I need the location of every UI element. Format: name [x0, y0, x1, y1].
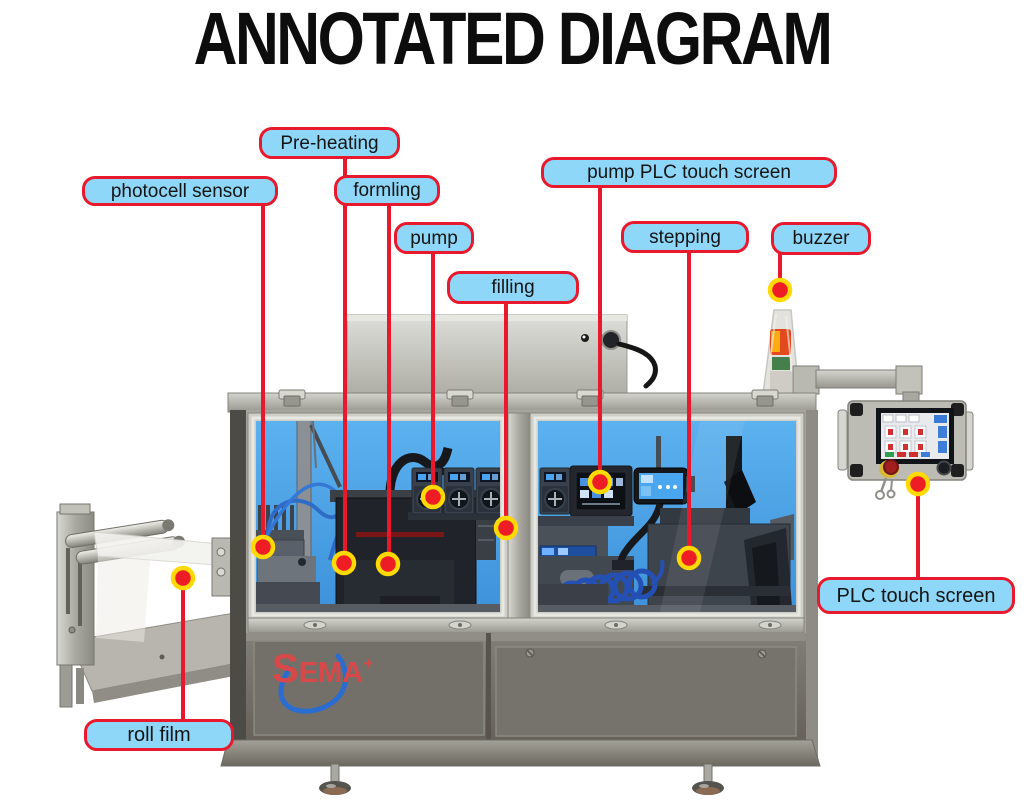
label-stepping: stepping	[621, 221, 749, 253]
touch-screen	[881, 413, 949, 459]
label-buzzer: buzzer	[771, 222, 871, 255]
label-formling: formling	[334, 175, 440, 206]
label-pump: pump	[394, 222, 474, 254]
peristaltic-pump	[443, 467, 475, 515]
panel-keys	[875, 477, 896, 500]
callout-dot-filling	[493, 515, 519, 541]
logo-text: SEMA+	[272, 647, 373, 691]
callout-dot-plc-touch-screen	[905, 471, 931, 497]
window-latch	[448, 620, 472, 630]
left-door	[253, 640, 485, 736]
sema-logo: SEMA+	[272, 647, 373, 714]
center-mullion	[507, 412, 531, 621]
logo-swoosh	[278, 653, 349, 714]
leveling-foot	[691, 763, 725, 796]
callout-dot-pre-heating	[331, 550, 357, 576]
page-title: ANNOTATED DIAGRAM	[193, 0, 833, 80]
label-filling: filling	[447, 271, 579, 304]
lower-cabinet: SEMA+	[246, 633, 806, 740]
callout-dot-formling	[375, 551, 401, 577]
selector-knob	[936, 460, 952, 476]
callout-dot-stepping	[676, 545, 702, 571]
cabinet-left-side	[230, 410, 246, 762]
black-tube	[385, 446, 453, 501]
peristaltic-pump	[539, 467, 571, 515]
hmi-arm	[792, 365, 923, 405]
panel-rail-left	[837, 409, 848, 471]
hmi-panel	[837, 400, 974, 500]
emergency-stop-button	[879, 459, 899, 478]
cabinet-top-frame	[227, 389, 817, 413]
leveling-foot	[318, 763, 352, 796]
callout-dot-pump-plc	[587, 469, 613, 495]
right-window-equipment	[538, 421, 796, 612]
callout-lines	[181, 152, 920, 725]
power-cable	[616, 341, 658, 389]
label-photocell-sensor: photocell sensor	[82, 176, 278, 206]
cabinet-right-side	[806, 410, 818, 760]
callout-dot-buzzer	[767, 277, 793, 303]
callout-dot-photocell-sensor	[250, 534, 276, 560]
window-latch	[758, 620, 782, 630]
callout-dot-roll-film	[170, 565, 196, 591]
machine-illustration: SEMA+	[56, 309, 974, 796]
label-pump-plc-touch-screen: pump PLC touch screen	[541, 157, 837, 188]
label-plc-touch-screen: PLC touch screen	[817, 577, 1015, 614]
door-screw	[757, 649, 767, 659]
top-electrical-enclosure	[346, 314, 658, 395]
right-door	[495, 646, 797, 737]
label-roll-film: roll film	[84, 719, 234, 751]
roll-film-assembly	[56, 503, 260, 708]
label-pre-heating: Pre-heating	[259, 127, 400, 159]
callout-dot-pump	[420, 484, 446, 510]
door-screw	[525, 648, 535, 658]
window-latch	[604, 620, 628, 630]
stepping-unit	[640, 436, 794, 612]
callout-dots	[170, 277, 931, 591]
window-latch	[303, 620, 327, 630]
cable-connector	[601, 330, 621, 350]
machine-base	[220, 739, 821, 796]
